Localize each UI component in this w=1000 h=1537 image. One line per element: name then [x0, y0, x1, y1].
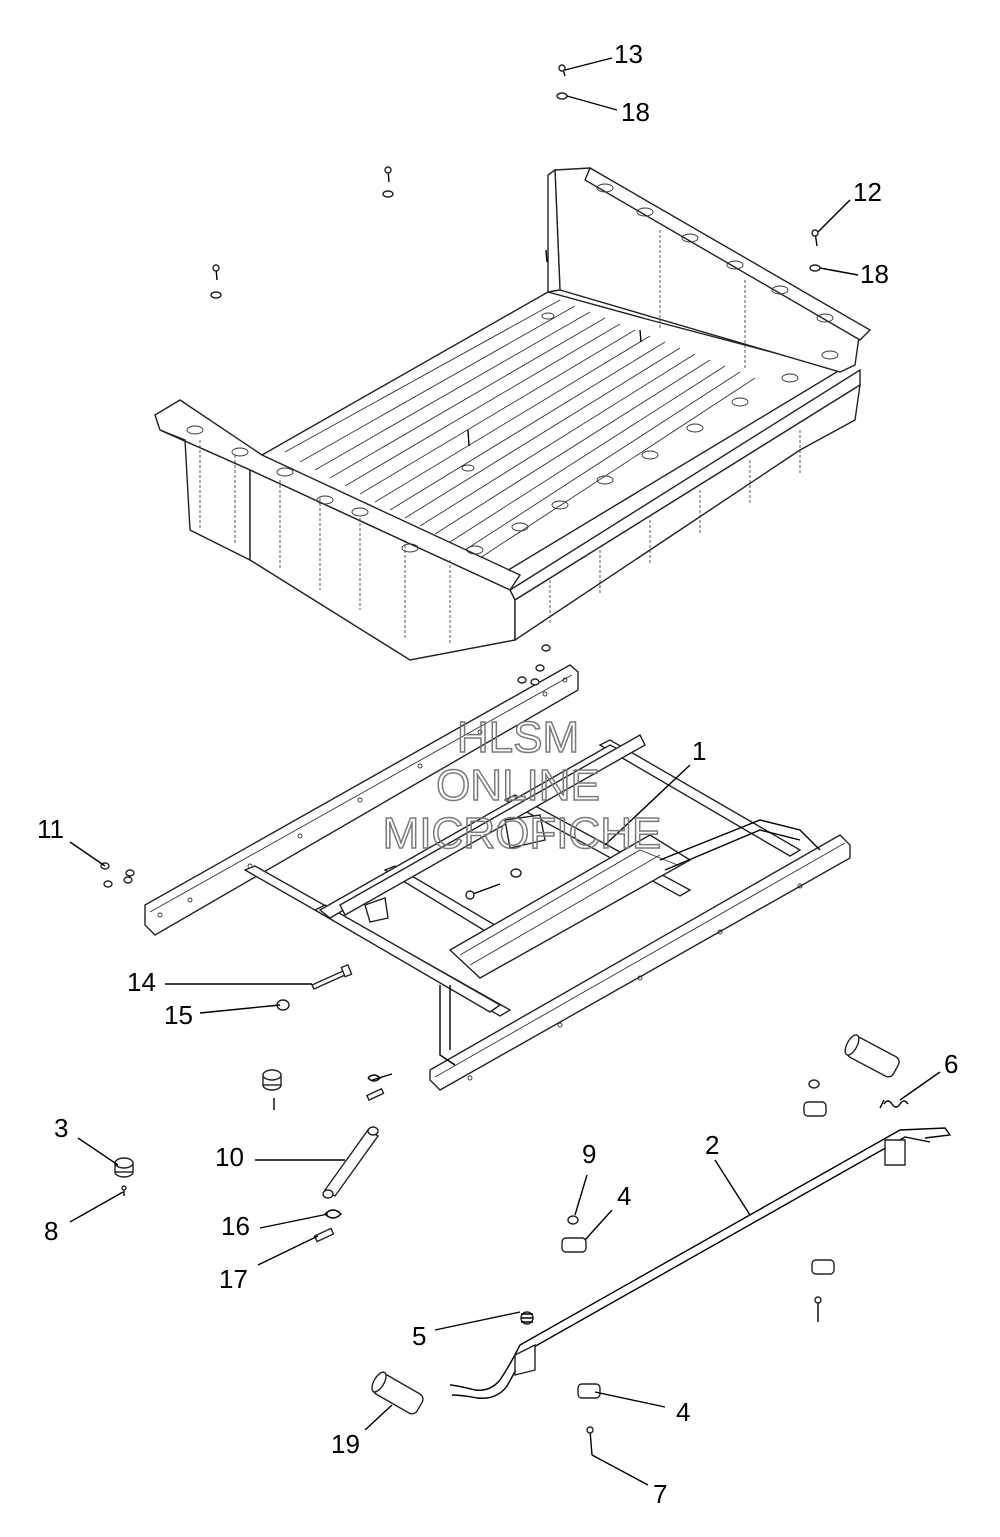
callout-5: 5 — [412, 1321, 426, 1351]
callout-2: 2 — [705, 1130, 719, 1160]
frame-bolts-11 — [100, 862, 135, 888]
gas-strut-10 — [322, 1126, 380, 1199]
callout-18-right: 18 — [860, 259, 889, 289]
pin-17 — [313, 1227, 335, 1243]
watermark-line2: ONLINE — [436, 761, 600, 810]
box-bolt-left — [210, 264, 222, 299]
callout-16: 16 — [221, 1211, 250, 1241]
spring-6 — [879, 1099, 909, 1109]
clamp-4-lower — [577, 1383, 601, 1399]
callout-18-top: 18 — [621, 97, 650, 127]
handle-19 — [371, 1371, 424, 1415]
callout-labels: 13 18 12 18 1 11 14 15 6 3 10 9 2 4 8 16… — [37, 39, 958, 1509]
clamp-right-upper — [803, 1079, 827, 1117]
callout-17: 17 — [219, 1264, 248, 1294]
callout-4-upper: 4 — [617, 1181, 631, 1211]
leader-lines — [69, 57, 941, 1486]
clamp-4-upper — [561, 1237, 587, 1253]
latch-rod-2 — [449, 1127, 952, 1399]
nut-9 — [567, 1215, 579, 1225]
box-bolt-inner — [467, 249, 642, 447]
washer-18-top — [556, 92, 568, 100]
handle-right — [844, 1034, 900, 1078]
box-bolt-mid — [382, 166, 394, 198]
callout-1: 1 — [692, 736, 706, 766]
callout-9: 9 — [582, 1139, 596, 1169]
callout-3: 3 — [54, 1113, 68, 1143]
center-bolt — [465, 868, 522, 900]
callout-10: 10 — [215, 1142, 244, 1172]
bolt-14 — [311, 963, 353, 990]
callout-11: 11 — [37, 814, 64, 844]
spring-5 — [520, 1311, 534, 1325]
box-bolt-12 — [811, 229, 819, 247]
box-bolt-13 — [558, 64, 566, 77]
watermark-line3: MICROFICHE — [383, 809, 662, 858]
clamp-right-lower — [811, 1259, 835, 1322]
callout-13: 13 — [614, 39, 643, 69]
washer-18-right — [809, 264, 821, 272]
screw-8 — [121, 1185, 127, 1196]
cargo-box — [154, 166, 872, 661]
callout-14: 14 — [127, 967, 156, 997]
frame-bolts-top — [517, 644, 551, 686]
bed-frame — [144, 664, 851, 1091]
bolt-7 — [586, 1426, 594, 1456]
watermark: HLSM ONLINE MICROFICHE — [382, 712, 662, 859]
callout-19: 19 — [331, 1429, 360, 1459]
clip-16 — [324, 1209, 342, 1219]
callout-7: 7 — [653, 1479, 667, 1509]
callout-15: 15 — [164, 1000, 193, 1030]
callout-12: 12 — [853, 177, 882, 207]
callout-8: 8 — [44, 1216, 58, 1246]
callout-6: 6 — [944, 1049, 958, 1079]
callout-4-lower: 4 — [676, 1397, 690, 1427]
bumper-3 — [114, 1157, 134, 1178]
clip-pin-upper — [365, 1073, 393, 1102]
bumper-upper — [262, 1069, 282, 1110]
watermark-line1: HLSM — [457, 713, 579, 762]
